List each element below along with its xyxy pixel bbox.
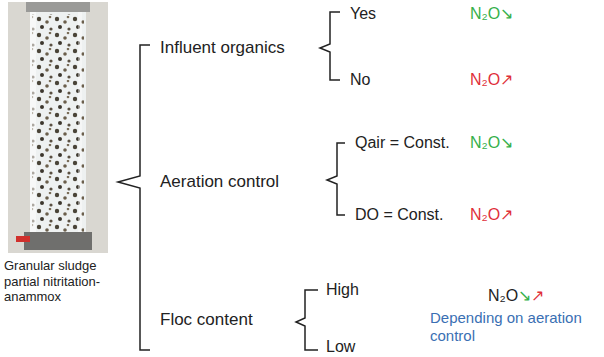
- option-label: DO = Const.: [355, 205, 443, 224]
- branch-bracket: [320, 12, 340, 80]
- effect-label: N₂O↘: [470, 133, 513, 152]
- option-label: Yes: [350, 4, 376, 23]
- factor-label: Floc content: [160, 310, 253, 330]
- option-label: Qair = Const.: [355, 133, 450, 152]
- effect-label: N₂O↗: [470, 205, 513, 224]
- option-label: High: [326, 280, 359, 299]
- reactor-photo: [8, 2, 108, 253]
- effect-label: N₂O↘: [470, 4, 513, 23]
- effect-label: N₂O↗: [470, 70, 513, 89]
- branch-bracket: [296, 290, 318, 350]
- factor-label: Influent organics: [160, 38, 285, 58]
- effect-label: N₂O: [488, 286, 518, 305]
- increase-arrow: ↗: [531, 286, 544, 305]
- main-bracket: [118, 45, 150, 350]
- bracket: [118, 12, 345, 350]
- factor-label: Aeration control: [160, 172, 279, 192]
- note-text: Depending on aeration control: [430, 309, 598, 345]
- branch-bracket: [327, 143, 345, 215]
- option-label: No: [350, 70, 370, 89]
- option-label: Low: [326, 337, 355, 356]
- photo-caption: Granular sludge partial nitritation-anam…: [4, 258, 124, 305]
- decrease-arrow: ↘: [518, 286, 531, 305]
